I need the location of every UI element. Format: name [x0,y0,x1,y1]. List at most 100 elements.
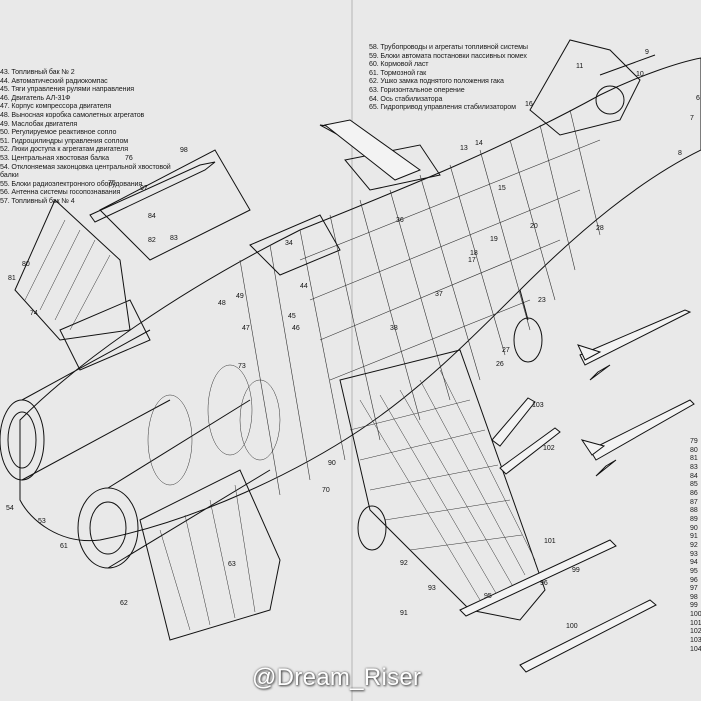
engine-nozzle-upper [0,329,171,481]
callout-number: 26 [496,361,504,368]
callout-number: 20 [530,223,538,230]
callout-number: 53 [38,518,46,525]
callout-number: 74 [30,310,38,317]
legend-item: 43. Топливный бак № 2 [0,68,75,76]
callout-number: 6 [696,95,700,102]
callout-number: 15 [498,185,506,192]
legend-item: 64. Ось стабилизатора [369,94,443,103]
legend-item: 53. Центральная хвостовая балка [0,153,109,162]
wing-ribs [349,369,536,601]
callout-number: 36 [396,217,404,224]
part-number: 96 [690,576,698,584]
callout-number: 84 [148,213,156,220]
callout-number: 48 [218,300,226,307]
callout-number: 46 [292,325,300,332]
callout-number: 76 [125,155,133,162]
missile-103 [491,397,536,447]
part-number: 84 [690,472,698,480]
part-number: 94 [690,559,698,567]
tail-boom [59,299,151,371]
vertical-fin-upper [99,149,251,261]
stabilizer-ribs [159,484,256,631]
part-number: 91 [690,533,698,541]
nose-probe [599,54,656,76]
callout-number: 23 [538,297,546,304]
legend-item: 61. Тормозной гак [369,68,427,77]
callout-number: 63 [228,561,236,568]
engine-compressor [147,364,281,486]
part-number: 100 [690,611,701,619]
callout-number: 34 [285,240,293,247]
air-brake [249,214,341,276]
callout-number: 80 [22,261,30,268]
callout-number: 47 [242,325,250,332]
watermark: @Dream_Riser [252,664,422,691]
part-number: 87 [690,498,698,506]
legend-item: 47. Корпус компрессора двигателя [0,102,112,111]
legend-item: балки [0,171,19,180]
legend-item: 44. Автоматический радиокомпас [0,76,108,85]
callout-number: 7 [690,115,694,122]
legend-item: 45. Тяги управления рулями направления [0,85,135,94]
legend-item: 56. Антенна системы госопознавания [0,188,121,197]
legend-item: 63. Горизонтальное оперение [369,85,465,94]
callout-number: 27 [502,347,510,354]
callout-number: 75 [108,180,116,187]
callout-number: 61 [60,543,68,550]
part-number: 92 [690,541,698,549]
callout-number: 37 [435,291,443,298]
legend-item: 49. Маслобак двигателя [0,119,78,128]
part-number: 102 [690,628,701,636]
pylon-missile-lower [459,539,617,617]
part-number: 80 [690,446,698,454]
wingtip-missile-top [89,161,216,223]
part-number: 83 [690,463,698,471]
callout-number: 9 [645,49,649,56]
part-number: 99 [690,602,698,610]
callout-number: 13 [460,145,468,152]
part-number: 98 [690,593,698,601]
main-landing-gear [357,505,387,551]
part-number: 88 [690,507,698,515]
legend-item: 50. Регулируемое реактивное сопло [0,128,117,137]
part-number: 81 [690,455,698,463]
ejection-seat [595,85,625,115]
callout-number: 93 [428,585,436,592]
callout-number: 19 [490,236,498,243]
drop-tank [323,119,422,181]
callout-number: 16 [525,101,533,108]
callout-number: 8 [678,150,682,157]
callout-number: 14 [475,140,483,147]
callout-number: 97 [140,185,148,192]
missile-100 [519,599,657,673]
vertical-fin-left [14,199,131,341]
callout-number: 54 [6,505,14,512]
legend-item: 52. Люки доступа к агрегатам двигателя [0,145,128,154]
callout-number: 102 [543,445,555,452]
callout-number: 83 [170,235,178,242]
callout-number: 73 [238,363,246,370]
horizontal-stabilizer [139,469,281,641]
fin-ribs [24,219,111,331]
legend-item: 54. Отклоняемая законцовка центральной х… [0,162,171,171]
legend-item: 62. Ушко замка поднятого положения гака [369,77,504,86]
part-number: 103 [690,637,701,645]
callout-number: 45 [288,313,296,320]
callout-labels: 9897848382767574344445464748495354616263… [6,49,700,630]
part-number: 97 [690,585,698,593]
part-number: 104 [690,645,701,653]
canard [344,144,441,191]
missile-r73-fins [577,344,611,381]
part-number: 93 [690,550,698,558]
legend-item: 65. Гидропривод управления стабилизаторо… [369,103,516,112]
main-wing [339,349,546,621]
callout-number: 81 [8,275,16,282]
callout-number: 11 [576,63,583,70]
callout-number: 18 [470,250,478,257]
part-number: 89 [690,515,698,523]
nose-landing-gear [513,289,543,363]
missile-r27-fins [580,439,617,477]
